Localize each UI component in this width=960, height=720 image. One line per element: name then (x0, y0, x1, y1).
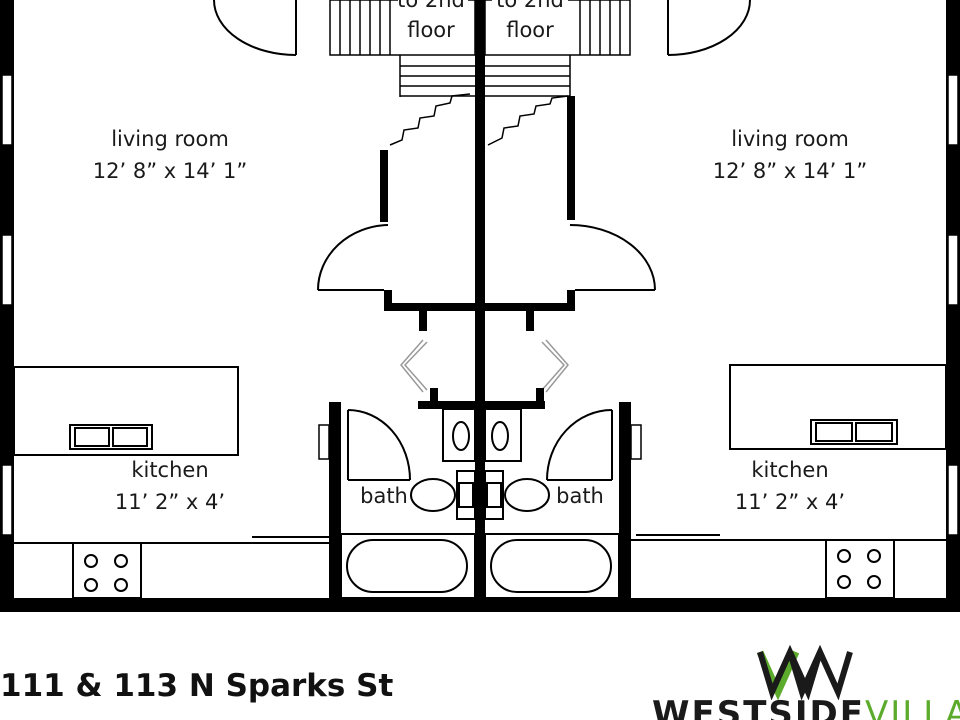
bathtubs (340, 533, 620, 599)
stair-label-right-1: to 2nd (496, 0, 564, 12)
closet-wall (418, 401, 545, 409)
kitchen-left-name: kitchen (131, 458, 208, 482)
kitchen-right-name: kitchen (751, 458, 828, 482)
living-room-right-name: living room (731, 127, 849, 151)
living-room-left-name: living room (111, 127, 229, 151)
closet-doors (400, 339, 569, 393)
hall-doors (317, 224, 656, 291)
bath-doors (347, 409, 613, 481)
stair-label-left-1: to 2nd (397, 0, 465, 12)
bath-left-name: bath (360, 484, 408, 508)
stair-label-left-2: floor (407, 18, 455, 42)
logo-text-village: VILLAGE (865, 694, 960, 720)
room-labels: living room 12’ 8” x 14’ 1” living room … (93, 127, 867, 514)
living-room-right-size: 12’ 8” x 14’ 1” (713, 159, 867, 183)
logo-text-westside: WESTSIDE (652, 694, 865, 720)
stairs-right (484, 0, 631, 146)
toilets (410, 470, 550, 520)
kitchen-left-size: 11’ 2” x 4’ (115, 490, 225, 514)
bath-windows (318, 424, 642, 460)
party-wall (475, 0, 485, 605)
floor-plan: to 2nd floor to 2nd floor (0, 0, 960, 612)
stairs-left (329, 0, 476, 146)
westside-village-logo: WESTSIDEVILLAGE (648, 640, 960, 720)
kitchen-counters (13, 364, 947, 456)
w-logo-icon (756, 644, 853, 700)
kitchen-right-size: 11’ 2” x 4’ (735, 490, 845, 514)
vanities (442, 408, 522, 462)
stair-labels: to 2nd floor to 2nd floor (397, 0, 568, 48)
interior-walls (380, 96, 575, 331)
windows (1, 74, 959, 536)
stair-label-right-2: floor (506, 18, 554, 42)
bath-right-name: bath (556, 484, 604, 508)
bath-walls (329, 402, 631, 605)
property-address: 111 & 113 N Sparks St (0, 668, 394, 704)
front-doors (213, 0, 751, 56)
kitchen-lower (14, 534, 946, 599)
living-room-left-size: 12’ 8” x 14’ 1” (93, 159, 247, 183)
